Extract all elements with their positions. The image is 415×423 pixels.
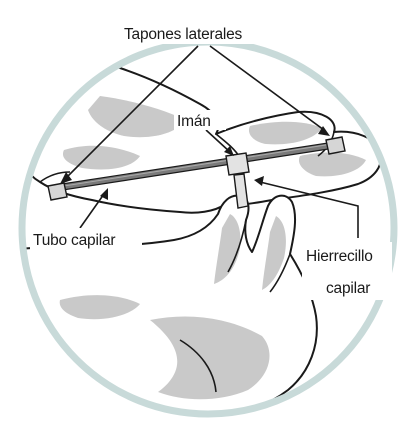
capillary-tube-label: Tubo capilar — [33, 232, 115, 249]
capillary-rod-label-line2: capilar — [326, 280, 370, 297]
side-caps-label: Tapones laterales — [124, 26, 243, 43]
magnet-label: Imán — [177, 113, 211, 130]
magnet-block — [226, 153, 249, 175]
capillary-rod-label-line1: Hierrecillo — [306, 248, 373, 265]
left-cap — [48, 183, 67, 200]
right-cap — [326, 137, 345, 154]
